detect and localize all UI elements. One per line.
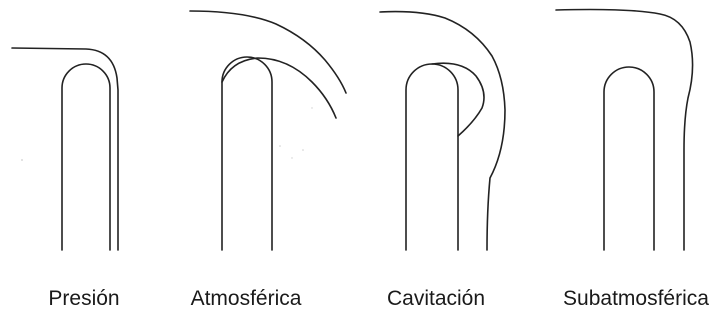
panel-atmosferica [190,11,346,250]
scan-specks [21,107,313,161]
panel-presion [12,48,118,250]
nappe-lower-line-atmosferica [222,58,336,118]
panel-cavitacion [380,12,505,250]
nappe-line-subatmosferica [556,10,693,251]
nappe-line-presion [12,48,118,250]
gate-pier-cavitacion [406,64,458,250]
panel-subatmosferica [556,10,693,251]
nappe-upper-line-atmosferica [190,11,346,93]
caption-presion: Presión [48,286,119,312]
caption-atmosferica: Atmosférica [191,286,302,312]
gate-pier-presion [62,64,110,250]
gate-pier-subatmosferica [604,67,654,250]
caption-subatmosferica: Subatmosférica [563,286,709,312]
gate-pier-atmosferica [222,57,272,250]
nappe-upper-line-cavitacion [380,12,505,250]
caption-cavitacion: Cavitación [387,286,485,312]
